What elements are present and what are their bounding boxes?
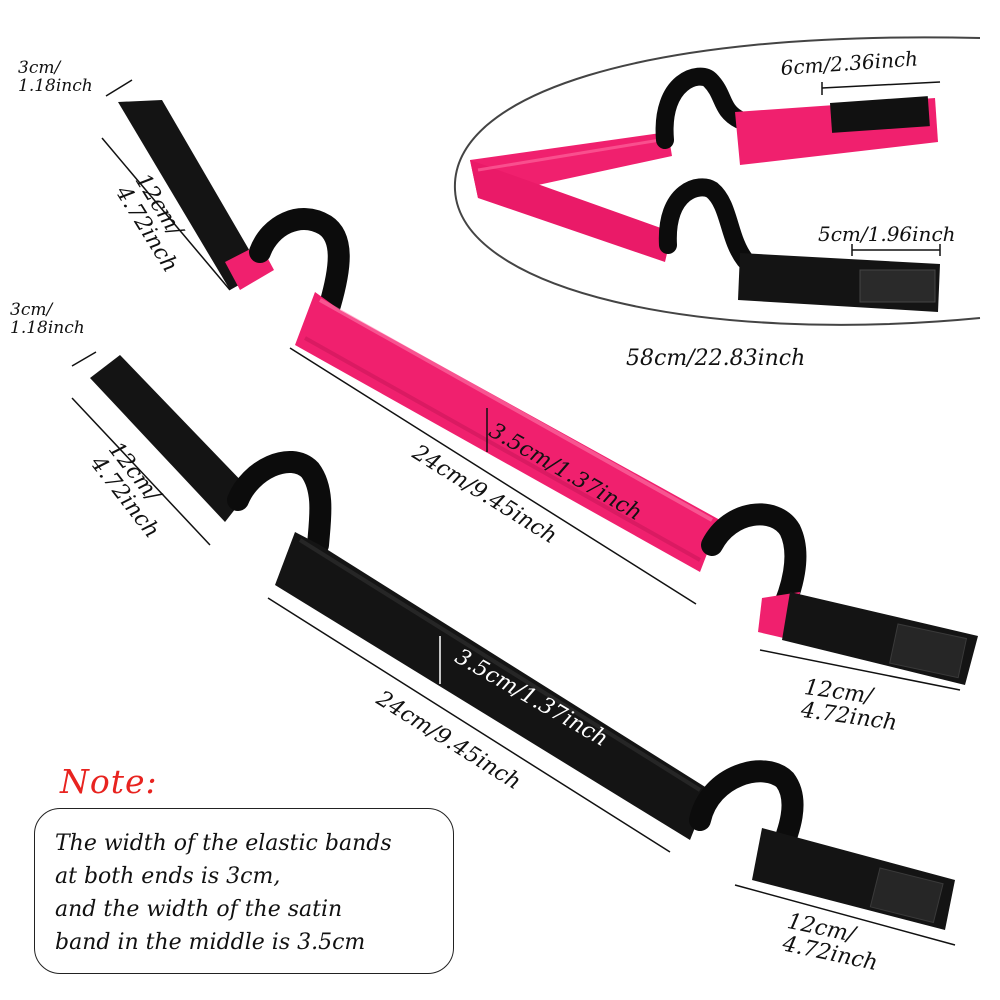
inset-upper-padded-loop — [655, 67, 749, 149]
pink-right-padded-loop — [701, 503, 807, 626]
inset-5cm-label: 5cm/1.96inch — [818, 222, 956, 246]
inset-upper-velcro — [829, 96, 930, 133]
note-box: The width of the elastic bands at both e… — [34, 808, 454, 974]
inset-lower-velcro — [859, 269, 936, 303]
inset-total-label: 58cm/22.83inch — [626, 346, 806, 371]
black-satin-band — [275, 532, 710, 840]
black-right-padded-loop — [689, 760, 804, 869]
note-line: The width of the elastic bands — [55, 831, 392, 856]
note-line: and the width of the satin — [55, 897, 343, 922]
pink-satin-band — [295, 292, 720, 572]
note-line: at both ends is 3cm, — [55, 864, 281, 889]
inset-view — [453, 36, 981, 326]
pink-band-assembly — [101, 79, 978, 691]
pink-left-padded-loop — [249, 208, 350, 316]
mid-width-label: 3cm/ 1.18inch — [10, 300, 85, 338]
inset-pink-satin-band-lower — [470, 160, 672, 262]
inset-lower-padded-loop — [658, 178, 754, 269]
top-width-label: 3cm/ 1.18inch — [18, 58, 93, 96]
note-line: band in the middle is 3.5cm — [55, 930, 366, 955]
black-right-velcro — [869, 867, 944, 924]
black-left-padded-loop — [227, 450, 332, 556]
black-left-elastic-strap — [90, 355, 250, 522]
note-title: Note: — [60, 762, 158, 801]
inset-ellipse-outline — [453, 36, 981, 326]
black-band-assembly — [71, 351, 956, 946]
pink-left-elastic-strap — [118, 100, 262, 290]
pink-right-velcro — [889, 623, 968, 679]
